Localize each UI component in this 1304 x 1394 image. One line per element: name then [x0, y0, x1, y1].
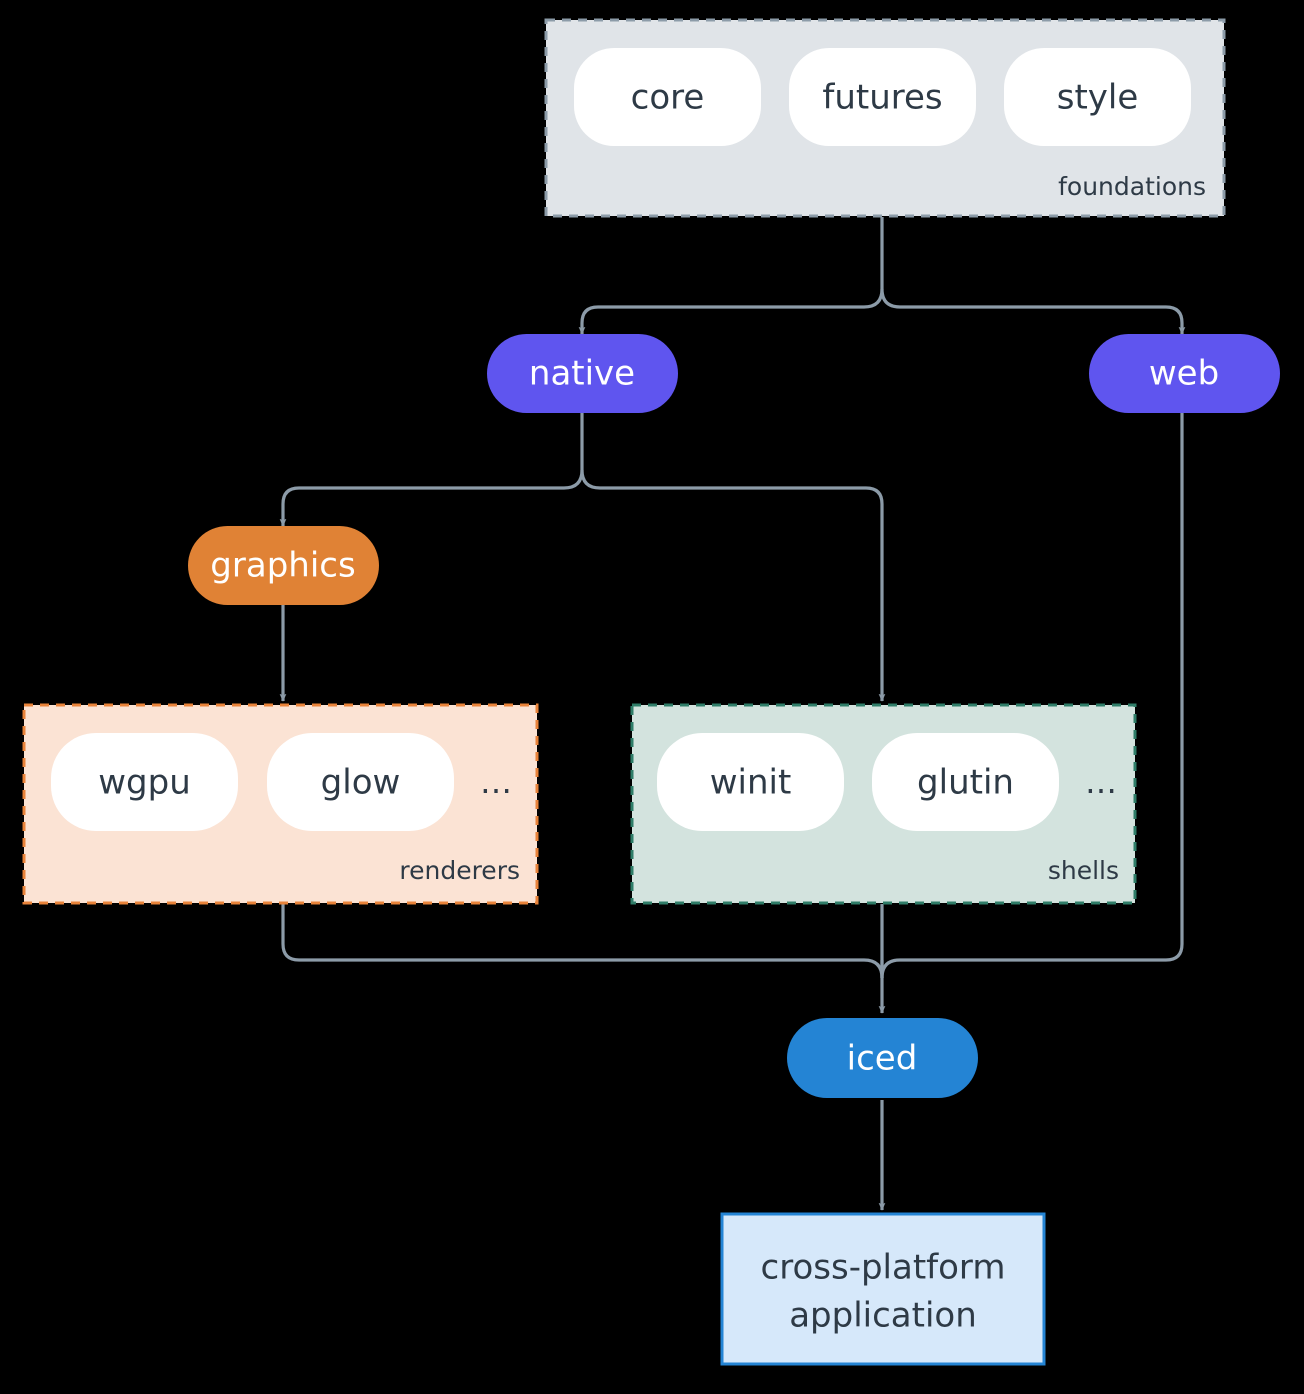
group-shells[interactable]: winit glutin … shells	[630, 703, 1137, 905]
edge-native-shells	[580, 469, 886, 702]
node-style-shape[interactable]	[1004, 48, 1191, 146]
node-futures-label: futures	[822, 78, 942, 118]
edge-web-iced	[880, 413, 1184, 979]
group-foundations-label: foundations	[1058, 172, 1206, 201]
node-graphics-label: graphics	[210, 546, 355, 586]
node-iced[interactable]: iced	[787, 1018, 978, 1098]
node-application-shape[interactable]	[720, 1212, 1046, 1366]
node-glow-label: glow	[321, 763, 401, 803]
group-foundations[interactable]: core futures style foundations	[544, 18, 1226, 218]
node-style-label: style	[1057, 78, 1139, 118]
node-glutin-label: glutin	[917, 763, 1014, 803]
node-core-label: core	[631, 78, 705, 118]
node-web-shape[interactable]	[1089, 334, 1280, 413]
renderers-overflow-ellipsis: …	[480, 763, 512, 801]
node-application[interactable]: cross-platform application	[720, 1212, 1046, 1366]
node-application-label-line1: cross-platform	[761, 1248, 1006, 1288]
node-glow-shape[interactable]	[267, 733, 454, 831]
group-shells-label: shells	[1048, 856, 1119, 885]
node-winit-shape[interactable]	[657, 733, 844, 831]
node-web-label: web	[1149, 354, 1219, 394]
node-iced-label: iced	[847, 1039, 918, 1079]
group-renderers[interactable]: wgpu glow … renderers	[22, 703, 539, 905]
edge-native-graphics	[279, 469, 584, 527]
edge-layer	[279, 217, 1186, 1211]
edge-foundations-native	[578, 288, 884, 335]
node-glutin-shape[interactable]	[872, 733, 1059, 831]
node-application-label-line2: application	[789, 1296, 977, 1336]
node-native-shape[interactable]	[487, 334, 678, 413]
node-core-shape[interactable]	[574, 48, 761, 146]
node-native[interactable]: native	[487, 334, 678, 413]
node-wgpu-shape[interactable]	[51, 733, 238, 831]
node-iced-shape[interactable]	[787, 1018, 978, 1098]
node-web[interactable]: web	[1089, 334, 1280, 413]
node-graphics-shape[interactable]	[188, 526, 379, 605]
node-wgpu-label: wgpu	[98, 763, 191, 803]
node-native-label: native	[529, 354, 635, 394]
node-futures-shape[interactable]	[789, 48, 976, 146]
group-renderers-label: renderers	[399, 856, 520, 885]
shells-overflow-ellipsis: …	[1085, 763, 1117, 801]
edge-foundations-web	[880, 288, 1186, 335]
edge-renderers-iced	[281, 904, 884, 979]
node-graphics[interactable]: graphics	[188, 526, 379, 605]
node-winit-label: winit	[710, 763, 792, 803]
